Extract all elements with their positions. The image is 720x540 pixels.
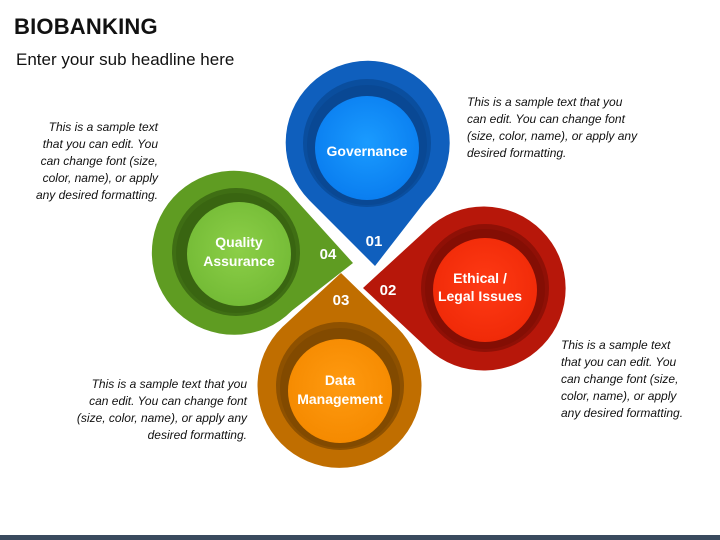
label-data-line1: Data: [325, 372, 356, 388]
label-ethical-line2: Legal Issues: [438, 288, 522, 304]
page-subtitle: Enter your sub headline here: [16, 50, 235, 69]
label-governance: Governance: [327, 143, 408, 159]
label-quality-line1: Quality: [215, 234, 263, 250]
description-ethical-legal: This is a sample text that you can edit.…: [561, 338, 684, 420]
description-governance: This is a sample text that you can edit.…: [467, 95, 638, 160]
label-quality-line2: Assurance: [203, 253, 275, 269]
petal-quality-assurance: [151, 170, 353, 335]
number-01: 01: [366, 233, 383, 250]
number-03: 03: [333, 292, 350, 309]
description-quality-assurance: This is a sample text that you can edit.…: [35, 120, 158, 202]
description-data-management: This is a sample text that you can edit.…: [76, 377, 247, 442]
page-title: BIOBANKING: [14, 14, 158, 39]
number-04: 04: [320, 246, 337, 263]
petal-data-management: [257, 273, 422, 468]
label-data-line2: Management: [297, 391, 383, 407]
number-02: 02: [380, 282, 397, 299]
bottom-bar: [0, 535, 720, 540]
label-ethical-line1: Ethical /: [453, 270, 507, 286]
petal-ethical-legal: [363, 206, 566, 371]
petal-governance: [285, 60, 450, 266]
